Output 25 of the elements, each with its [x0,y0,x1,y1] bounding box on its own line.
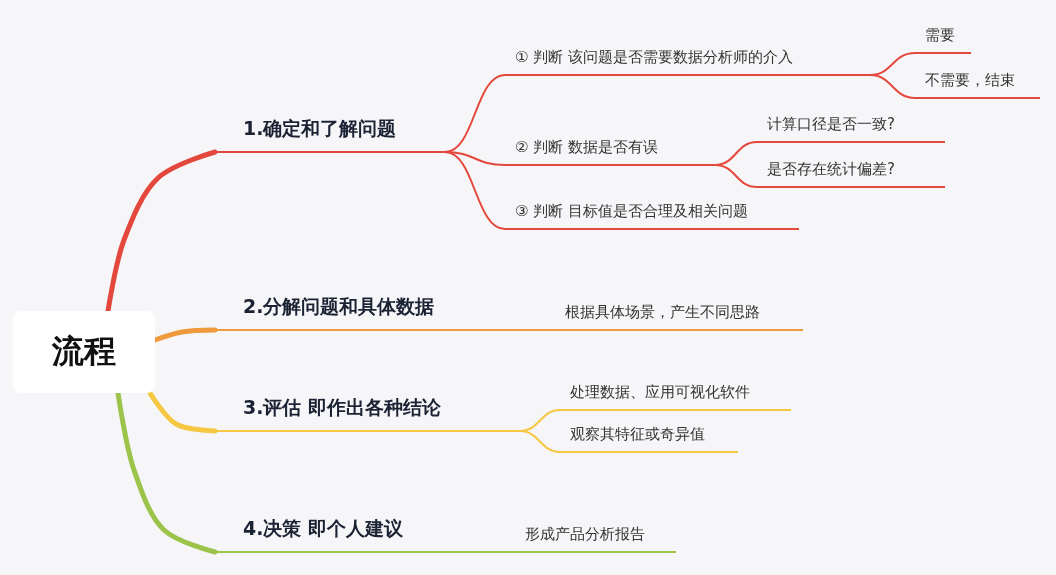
branch-topic: 4.决策 即个人建议 [215,508,505,553]
subtopic: ① 判断 该问题是否需要数据分析师的介入 [505,44,870,76]
subtopic: ② 判断 数据是否有误 [505,134,715,166]
connector [147,390,218,434]
connector [105,149,218,314]
connector [544,329,556,331]
subtopic: 形成产品分析报告 [515,521,676,553]
branch-topic: 2.分解问题和具体数据 [215,286,545,331]
root-topic: 流程 [13,311,155,393]
connector [869,74,916,99]
connector [504,551,516,553]
subtopic: 是否存在统计偏差? [757,156,945,188]
subtopic: 需要 [915,22,971,54]
connector [519,430,561,453]
subtopic: ③ 判断 目标值是否合理及相关问题 [505,198,799,230]
branch-topic: 1.确定和了解问题 [215,108,445,153]
subtopic: 根据具体场景，产生不同思路 [555,299,803,331]
subtopic: 计算口径是否一致? [757,111,945,143]
connector [115,390,218,555]
subtopic: 观察其特征或奇异值 [560,421,738,453]
connector [444,151,506,230]
branch-topic: 3.评估 即作出各种结论 [215,387,520,432]
connector [714,164,758,188]
subtopic: 不需要，结束 [915,67,1040,99]
subtopic: 处理数据、应用可视化软件 [560,379,791,411]
